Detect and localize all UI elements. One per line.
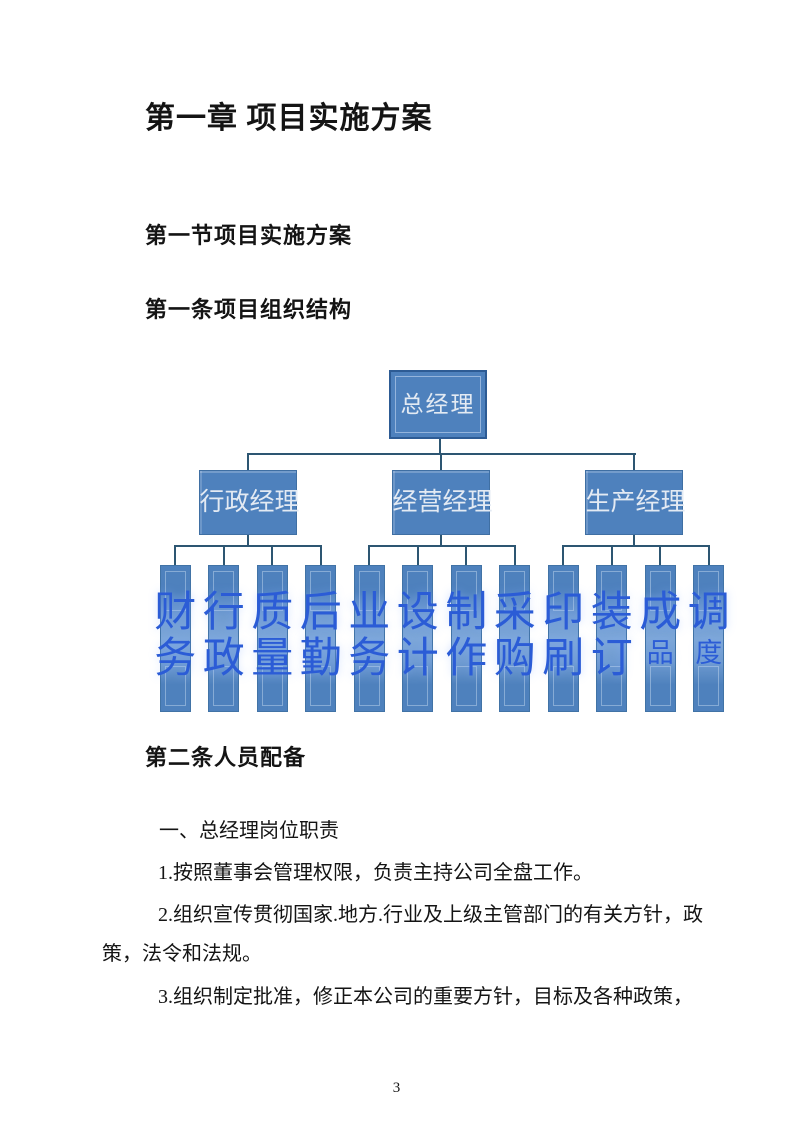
- dept-box: [693, 565, 725, 712]
- dept-char: 质: [251, 590, 294, 636]
- dept-char: 财: [154, 590, 197, 636]
- dept-label: 装订: [588, 590, 636, 682]
- dept-box: [159, 565, 191, 712]
- dept-char: 勤: [299, 636, 342, 682]
- dept-char: 政: [202, 636, 245, 682]
- connector-line: [562, 545, 565, 565]
- dept-char: 购: [493, 636, 536, 682]
- connector-line: [465, 545, 468, 565]
- dept-label: 设计: [394, 590, 442, 682]
- connector-line: [271, 545, 274, 565]
- dept-box: [499, 565, 531, 712]
- manager-box: 生产经理: [584, 470, 686, 535]
- dept-char: 品: [646, 638, 674, 668]
- connector-line: [513, 545, 516, 565]
- dept-box: [644, 565, 676, 712]
- page-number: 3: [392, 1080, 401, 1096]
- list-item-intro: 一、总经理岗位职责: [159, 820, 339, 842]
- connector-line: [632, 453, 635, 470]
- dept-label: 制作: [442, 590, 490, 682]
- paragraph-line: 3.组织制定批准，修正本公司的重要方针，目标及各种政策，: [158, 986, 693, 1008]
- dept-label: 采购: [491, 590, 539, 682]
- article2-title: 第二条人员配备: [145, 745, 307, 770]
- paragraph-line: 1.按照董事会管理权限，负责主持公司全盘工作。: [158, 862, 593, 884]
- connector-line: [632, 535, 635, 547]
- dept-box: [596, 565, 628, 712]
- dept-label: 成品: [636, 590, 684, 670]
- dept-box: [256, 565, 288, 712]
- connector-line: [610, 545, 613, 565]
- connector-line: [439, 453, 442, 470]
- connector-line: [247, 453, 636, 455]
- dept-label: 后勤: [297, 590, 345, 682]
- org-root-box: 总经理: [389, 370, 487, 439]
- dept-label: 行政: [200, 590, 248, 682]
- dept-char: 印: [542, 590, 585, 636]
- connector-line: [562, 545, 710, 547]
- connector-line: [707, 545, 710, 565]
- connector-line: [246, 535, 249, 547]
- dept-char: 业: [348, 590, 391, 636]
- dept-char: 制: [445, 590, 488, 636]
- dept-char: 设: [396, 590, 439, 636]
- dept-char: 务: [348, 636, 391, 682]
- dept-char: 作: [445, 636, 488, 682]
- manager-box: 行政经理: [198, 470, 300, 535]
- dept-label: 质量: [248, 590, 296, 682]
- paragraph-line: 策，法令和法规。: [102, 943, 262, 965]
- dept-char: 调: [687, 590, 730, 636]
- dept-label: 调度: [685, 590, 733, 670]
- paragraph-line: 2.组织宣传贯彻国家.地方.行业及上级主管部门的有关方针，政: [158, 904, 703, 926]
- connector-line: [659, 545, 662, 565]
- dept-char: 行: [202, 590, 245, 636]
- dept-label: 业务: [345, 590, 393, 682]
- article1-title: 第一条项目组织结构: [145, 297, 353, 322]
- dept-char: 度: [695, 638, 723, 668]
- dept-box: [353, 565, 385, 712]
- dept-box: [450, 565, 482, 712]
- manager-box: 经营经理: [391, 470, 493, 535]
- connector-line: [222, 545, 225, 565]
- dept-char: 订: [590, 636, 633, 682]
- chapter-title: 第一章 项目实施方案: [145, 102, 433, 135]
- connector-line: [319, 545, 322, 565]
- dept-char: 装: [590, 590, 633, 636]
- connector-line: [368, 545, 371, 565]
- connector-line: [368, 545, 516, 547]
- dept-char: 量: [251, 636, 294, 682]
- dept-char: 计: [396, 636, 439, 682]
- connector-line: [416, 545, 419, 565]
- dept-char: 成: [639, 590, 682, 636]
- section-title: 第一节项目实施方案: [145, 223, 353, 248]
- dept-label: 财务: [151, 590, 199, 682]
- connector-line: [174, 545, 177, 565]
- connector-line: [439, 535, 442, 547]
- dept-label: 印刷: [539, 590, 587, 682]
- connector-line: [439, 439, 441, 454]
- org-chart: 总经理行政经理财务行政质量后勤经营经理业务设计制作采购生产经理印刷装订成品调度: [130, 362, 750, 722]
- dept-box: [547, 565, 579, 712]
- connector-line: [174, 545, 322, 547]
- dept-char: 采: [493, 590, 536, 636]
- dept-char: 后: [299, 590, 342, 636]
- connector-line: [246, 453, 249, 470]
- dept-char: 刷: [542, 636, 585, 682]
- dept-box: [208, 565, 240, 712]
- dept-char: 务: [154, 636, 197, 682]
- dept-box: [402, 565, 434, 712]
- dept-box: [305, 565, 337, 712]
